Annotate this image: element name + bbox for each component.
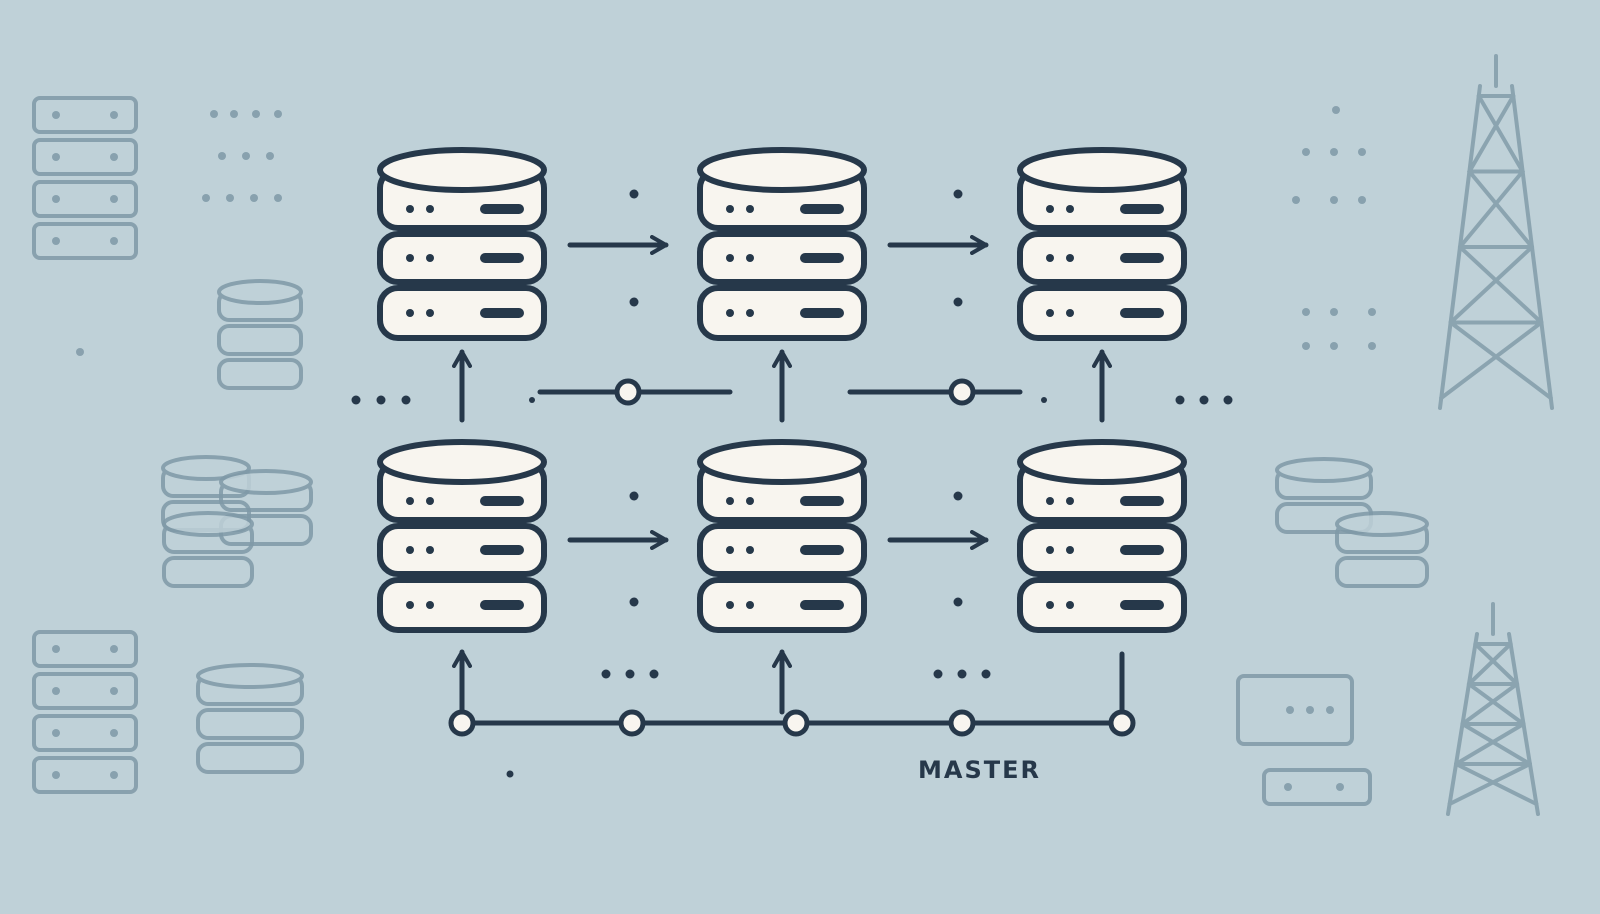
database-node-top-2 — [697, 147, 867, 341]
master-node-4 — [948, 709, 976, 737]
database-cluster-icon — [1335, 511, 1429, 588]
master-node-5 — [1108, 709, 1136, 737]
database-nodes — [377, 147, 1187, 633]
dots-right — [1292, 106, 1376, 350]
mid-node-right — [948, 378, 976, 406]
connections — [351, 189, 1233, 778]
master-node-3 — [782, 709, 810, 737]
server-rack-icon — [32, 630, 138, 794]
dots-mid-left — [351, 395, 411, 405]
database-icon — [196, 663, 304, 774]
dot-master-below — [506, 770, 514, 778]
database-icon — [217, 279, 303, 390]
dots-master-right — [933, 669, 991, 679]
dot-mid-a — [529, 397, 535, 403]
dots-col-a-top — [629, 189, 639, 307]
background-decor — [32, 54, 1554, 816]
server-rack-icon — [32, 96, 138, 260]
dots-col-a-bottom — [629, 491, 639, 607]
dots-left-top — [202, 110, 282, 202]
database-cluster-icon — [219, 469, 313, 546]
dot-left-mid — [76, 348, 84, 356]
master-label: MASTER — [918, 756, 1041, 784]
dots-col-b-bottom — [953, 491, 963, 607]
transmission-tower-icon — [1446, 602, 1540, 816]
dots-col-b-top — [953, 189, 963, 307]
database-node-bottom-1 — [377, 439, 547, 633]
database-node-top-3 — [1017, 147, 1187, 341]
database-cluster-icon — [162, 511, 254, 588]
mid-node-left — [614, 378, 642, 406]
master-node-2 — [618, 709, 646, 737]
monitor-icon — [1236, 674, 1372, 806]
database-node-bottom-3 — [1017, 439, 1187, 633]
database-node-top-1 — [377, 147, 547, 341]
dot-mid-b — [1041, 397, 1047, 403]
transmission-tower-icon — [1438, 54, 1554, 410]
database-node-bottom-2 — [697, 439, 867, 633]
dots-master-left — [601, 669, 659, 679]
dots-mid-right — [1175, 395, 1233, 405]
master-node-1 — [448, 709, 476, 737]
